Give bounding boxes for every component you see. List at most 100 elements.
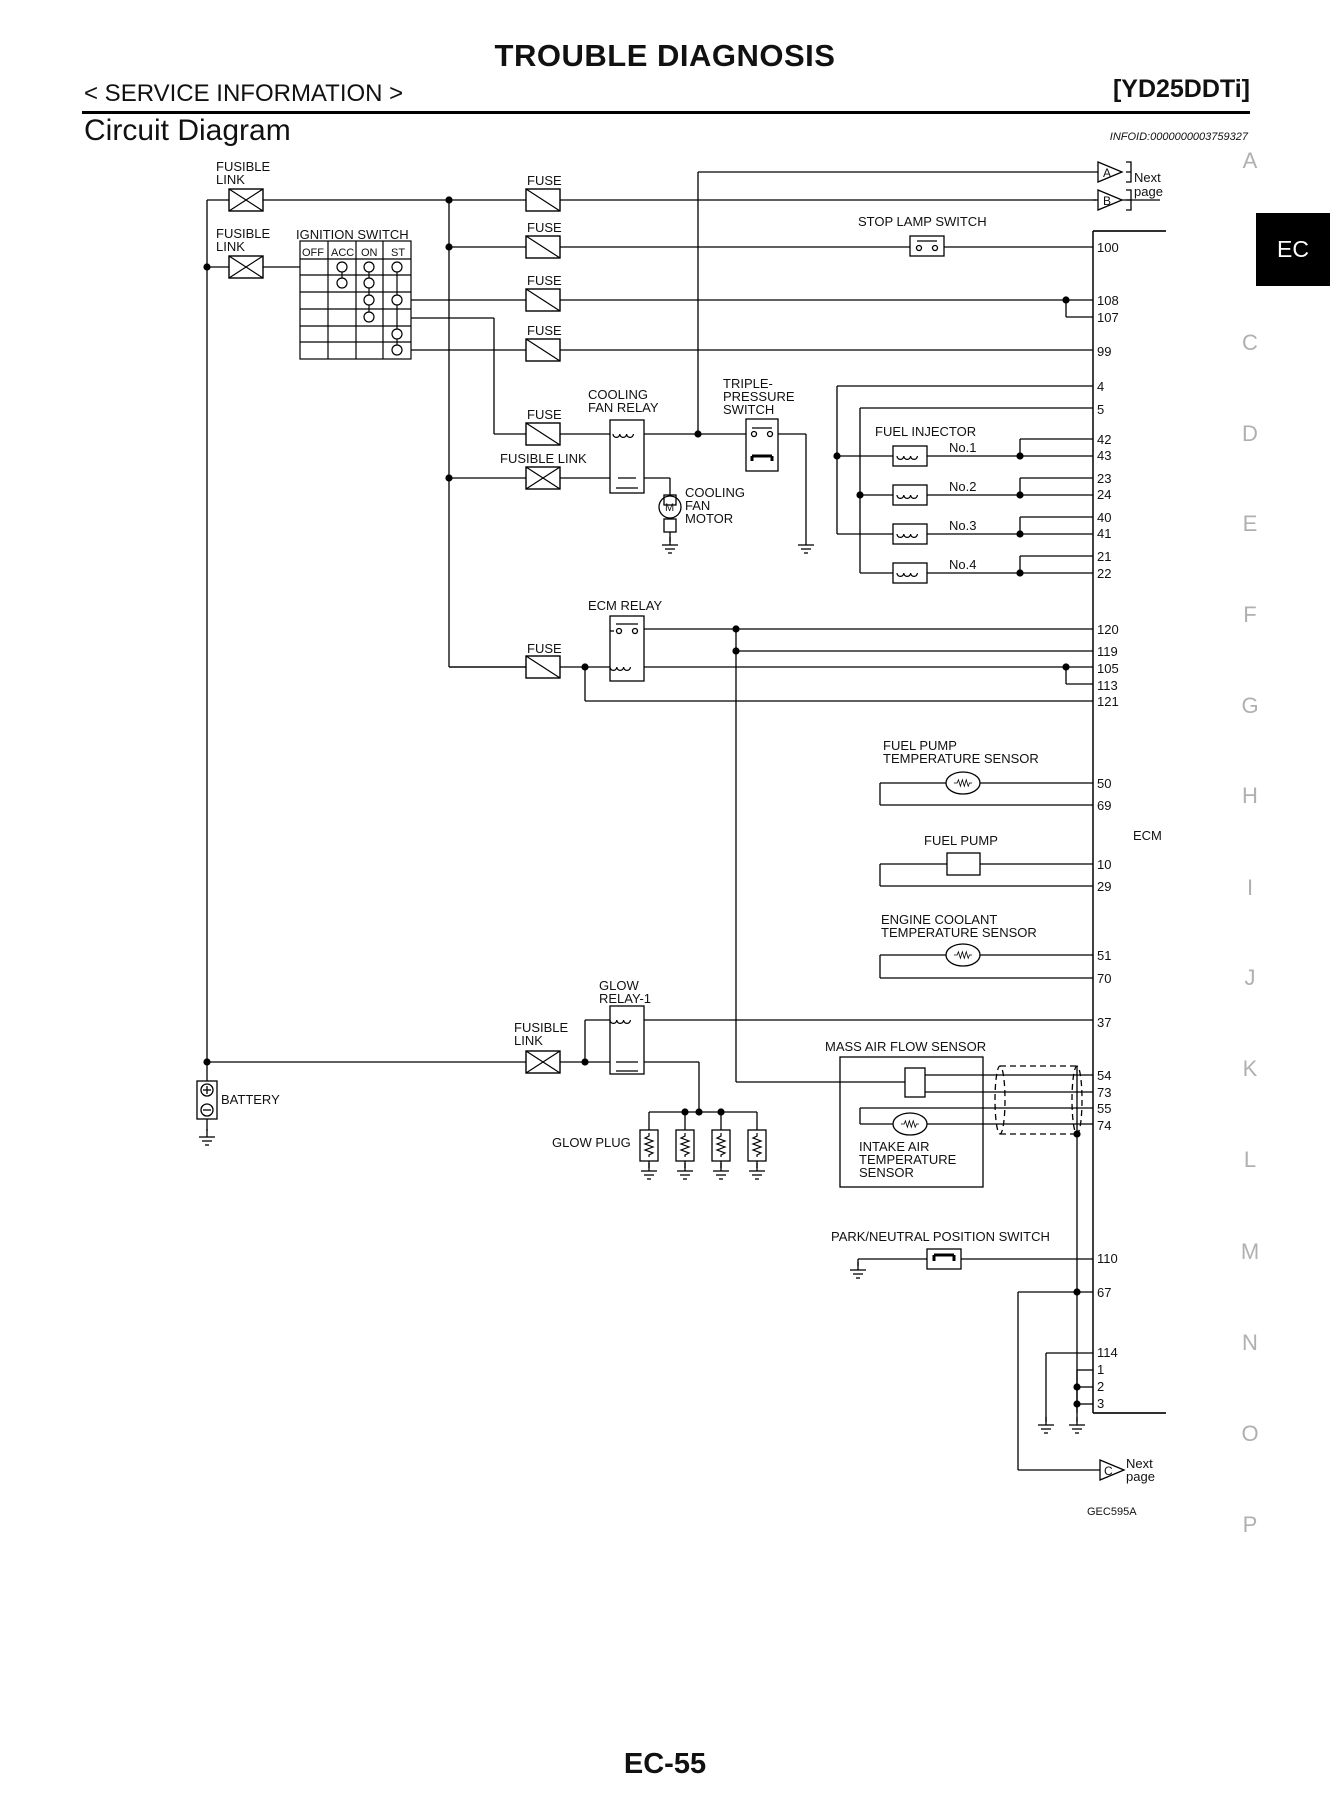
label-fuel-pump-temp: TEMPERATURE SENSOR [883, 751, 1039, 766]
ecm-pin: 110 [1097, 1251, 1118, 1266]
label-fuel-pump: FUEL PUMP [924, 833, 998, 848]
ecm-pin: 100 [1097, 240, 1119, 255]
connector-b: B [1103, 194, 1111, 208]
label-cooling-fan-motor: COOLING [685, 485, 745, 500]
ignition-col-acc: ACC [331, 247, 354, 259]
side-tab-ec[interactable]: EC [1256, 213, 1330, 286]
ecm-pin: 37 [1097, 1015, 1111, 1030]
next-page-connectors [697, 161, 1132, 434]
label-glow-relay: RELAY-1 [599, 991, 651, 1006]
header-divider [82, 111, 1250, 114]
ecm-pin: 24 [1097, 487, 1111, 502]
label-pnp-switch: PARK/NEUTRAL POSITION SWITCH [831, 1229, 1050, 1244]
side-tab-l[interactable]: L [1243, 1147, 1257, 1172]
label-fuse: FUSE [527, 273, 562, 288]
label-fusible-link: FUSIBLE LINK [500, 451, 587, 466]
side-tab-i[interactable]: I [1246, 875, 1254, 900]
ecm-pin: 10 [1097, 857, 1111, 872]
ecm-pin: 113 [1097, 678, 1118, 693]
label-link: LINK [216, 172, 245, 187]
label-iat-sensor: SENSOR [859, 1165, 914, 1180]
next-page-label: page [1134, 184, 1163, 199]
label-fusible: FUSIBLE [514, 1020, 569, 1035]
connector-c: C [1104, 1464, 1113, 1478]
fuel-pump [879, 852, 1093, 887]
info-id: INFOID:0000000003759327 [1109, 131, 1248, 143]
label-link: LINK [216, 239, 245, 254]
label-ignition-switch: IGNITION SWITCH [296, 227, 409, 242]
ecm-pin: 21 [1097, 549, 1111, 564]
side-tab-a[interactable]: A [1242, 148, 1258, 173]
fusible-link-symbol [228, 188, 264, 212]
motor-symbol: M [665, 502, 674, 514]
side-tab-e[interactable]: E [1242, 511, 1258, 536]
ecm-label: ECM [1133, 828, 1162, 843]
label-cooling-fan-motor: MOTOR [685, 511, 733, 526]
label-fuel-pump-temp: FUEL PUMP [883, 738, 957, 753]
page-title: TROUBLE DIAGNOSIS [494, 38, 836, 73]
ecm-pin: 74 [1097, 1118, 1111, 1133]
label-fuse: FUSE [527, 641, 562, 656]
power-wiring [206, 199, 1166, 1062]
next-page-label: page [1126, 1469, 1155, 1484]
glow-circuit [196, 1005, 1093, 1168]
fuse-symbol [525, 188, 561, 212]
side-tab-d[interactable]: D [1242, 421, 1258, 446]
fuse-symbol [525, 655, 561, 679]
ecm-ground-wiring [1017, 1291, 1166, 1481]
label-fuel-injector: FUEL INJECTOR [875, 424, 976, 439]
side-tab-f[interactable]: F [1243, 602, 1257, 627]
side-tab-o[interactable]: O [1241, 1421, 1259, 1446]
side-tab-c[interactable]: C [1242, 330, 1258, 355]
engine-code: [YD25DDTi] [1112, 75, 1250, 103]
section-breadcrumb[interactable]: < SERVICE INFORMATION > [84, 80, 404, 107]
injector-no: No.4 [949, 557, 976, 572]
ecm-pin: 121 [1097, 694, 1119, 709]
fuel-injectors [836, 385, 1093, 584]
connector-a: A [1103, 166, 1111, 180]
page-number: EC-55 [623, 1748, 707, 1780]
label-fuse: FUSE [527, 220, 562, 235]
ignition-col-on: ON [361, 247, 378, 259]
ecm-pin: 69 [1097, 798, 1111, 813]
injector-no: No.1 [949, 440, 976, 455]
side-tab-j[interactable]: J [1244, 965, 1256, 990]
side-tab-m[interactable]: M [1240, 1239, 1260, 1264]
label-triple-pressure: SWITCH [723, 402, 774, 417]
label-cooling-fan-relay: COOLING [588, 387, 648, 402]
ecm-relay [449, 615, 1093, 1082]
label-triple-pressure: TRIPLE- [723, 376, 773, 391]
side-tab-h[interactable]: H [1242, 783, 1258, 808]
label-fusible: FUSIBLE [216, 159, 271, 174]
fusible-link-symbol [525, 466, 561, 490]
side-tab-g[interactable]: G [1241, 693, 1259, 718]
ecm-pin: 22 [1097, 566, 1111, 581]
fusible-link-symbol [525, 1050, 561, 1074]
side-tab-k[interactable]: K [1242, 1056, 1258, 1081]
park-neutral-switch [857, 1248, 1093, 1270]
ignition-switch [299, 240, 412, 360]
label-cooling-fan-relay: FAN RELAY [588, 400, 659, 415]
fuel-pump-temp-sensor [879, 771, 1093, 806]
label-ect: ENGINE COOLANT [881, 912, 997, 927]
label-link: LINK [514, 1033, 543, 1048]
ecm-pin: 73 [1097, 1085, 1111, 1100]
label-ect: TEMPERATURE SENSOR [881, 925, 1037, 940]
ecm-pin: 42 [1097, 432, 1111, 447]
label-glow-plug: GLOW PLUG [552, 1135, 631, 1150]
ecm-pin: 29 [1097, 879, 1111, 894]
label-glow-relay: GLOW [599, 978, 639, 993]
fuse-symbol [525, 338, 561, 362]
cooling-fan-relay [609, 419, 698, 542]
label-maf-sensor: MASS AIR FLOW SENSOR [825, 1039, 986, 1054]
next-page-label: Next [1126, 1456, 1153, 1471]
label-battery: BATTERY [221, 1092, 280, 1107]
side-tab-p[interactable]: P [1242, 1512, 1258, 1537]
ecm-pin: 43 [1097, 448, 1111, 463]
side-tab-n[interactable]: N [1242, 1330, 1258, 1355]
label-triple-pressure: PRESSURE [723, 389, 795, 404]
label-fuse: FUSE [527, 407, 562, 422]
ignition-col-off: OFF [302, 247, 324, 259]
label-cooling-fan-motor: FAN [685, 498, 710, 513]
fuse-symbol [525, 235, 561, 259]
